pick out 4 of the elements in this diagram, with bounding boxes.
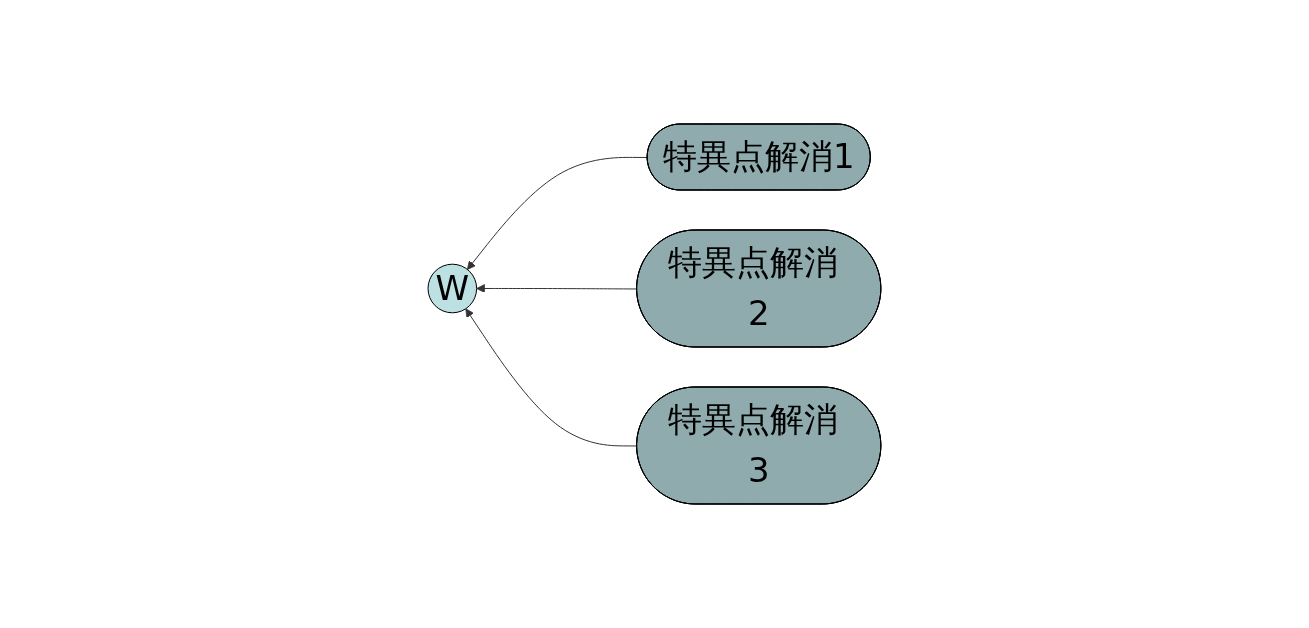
arrow	[467, 156, 649, 270]
arrow	[476, 284, 638, 293]
node-circle: W	[427, 263, 478, 314]
arrow	[465, 308, 638, 447]
